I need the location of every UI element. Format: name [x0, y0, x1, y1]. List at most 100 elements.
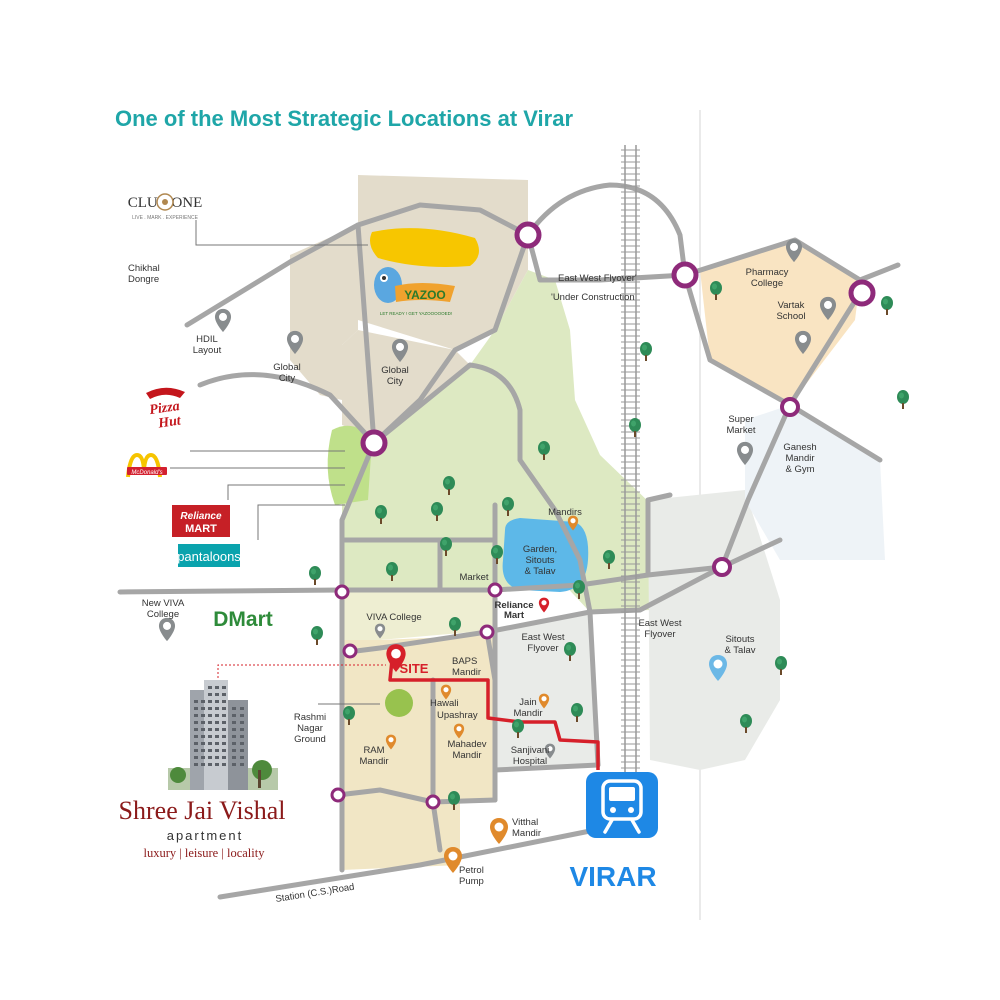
pointer-club-one: [195, 220, 368, 246]
mcdonalds-text: McDonald's: [131, 470, 162, 476]
club-one-logo[interactable]: CLUB ONE LIVE . MARK . EXPERIENCE: [128, 193, 203, 221]
label-market: Market: [459, 572, 488, 583]
pantaloons-badge: [178, 544, 240, 567]
pantaloons-text: pantaloons: [177, 549, 241, 564]
mcdonalds-logo[interactable]: McDonald's: [126, 452, 167, 478]
zone-right-grey: [648, 490, 780, 770]
reliance-mart-line2: MART: [185, 523, 217, 535]
project-type: apartment: [167, 828, 244, 843]
yazoo-banner: [395, 283, 455, 302]
reliance-mart-line1: Reliance: [180, 511, 222, 522]
road-jain: [484, 629, 601, 773]
site-label: SITE: [400, 661, 429, 676]
label-east-west-flyover-top: East West Flyover': [558, 273, 637, 284]
pointer-lines: [170, 220, 380, 705]
zone-ganesh: [745, 405, 885, 560]
junction-marker-icon[interactable]: [479, 624, 495, 640]
map-pin-red-icon[interactable]: [538, 597, 550, 613]
tree-icon: [897, 390, 909, 409]
yazoo-tagline: LET READY ! GET YAZOOOOOED!: [380, 311, 452, 316]
road-north-loop: [525, 182, 688, 278]
road-global-city: [197, 372, 377, 446]
map-pin-grey-icon[interactable]: [214, 308, 232, 333]
label-garden: Garden,Sitouts& Talav: [523, 544, 557, 577]
label-under-construction: 'Under Construction: [551, 292, 635, 303]
junction-marker-icon[interactable]: [425, 794, 441, 810]
pizza-hut-logo[interactable]: Pizza Hut: [146, 387, 185, 432]
road-south-cross: [335, 787, 498, 805]
map-pin-orange-icon[interactable]: [490, 818, 508, 844]
project-building-image: [168, 680, 278, 790]
junction-marker-icon[interactable]: [330, 787, 346, 803]
road-flyover-mid: [345, 564, 725, 655]
page-title: One of the Most Strategic Locations at V…: [115, 106, 573, 131]
road-global-vertical: [355, 222, 377, 446]
junction-marker-icon[interactable]: [780, 397, 800, 417]
tree-icon: [311, 626, 323, 645]
junction-marker-icon[interactable]: [712, 557, 732, 577]
project-name: Shree Jai Vishal: [119, 796, 286, 825]
road-chikhal: [184, 202, 531, 328]
rashmi-ground-circle: [385, 689, 413, 717]
reliance-mart-logo[interactable]: Reliance MART: [172, 505, 230, 537]
pizza-hut-line1: Pizza: [148, 399, 180, 418]
road-pharmacy-loop: [682, 272, 863, 408]
junction-marker-icon[interactable]: [342, 643, 358, 659]
junction-marker-icon[interactable]: [848, 279, 876, 307]
reliance-mart-badge: [172, 505, 230, 537]
tree-icon: [629, 418, 641, 437]
pizza-hut-roof-icon: [146, 387, 185, 399]
road-ganesh-east: [787, 402, 883, 463]
virar-station-label: VIRAR: [569, 861, 656, 892]
zone-site: [342, 635, 495, 870]
yazoo-text: YAZOO: [404, 288, 446, 302]
tree-icon: [881, 296, 893, 315]
tree-icon: [309, 566, 321, 585]
club-one-tagline: LIVE . MARK . EXPERIENCE: [132, 215, 199, 221]
virar-station-marker[interactable]: [586, 772, 658, 838]
yazoo-logo[interactable]: YAZOO LET READY ! GET YAZOOOOOED!: [374, 267, 455, 316]
pointer-pantaloons: [257, 504, 345, 540]
dmart-logo[interactable]: DMart: [213, 608, 273, 631]
label-hawali: Hawali: [430, 698, 459, 709]
junction-marker-icon[interactable]: [334, 584, 350, 600]
junction-marker-icon[interactable]: [671, 261, 699, 289]
pantaloons-logo[interactable]: pantaloons: [177, 544, 241, 567]
junction-marker-icon[interactable]: [487, 582, 503, 598]
pizza-hut-line2: Hut: [156, 413, 183, 431]
map-pin-grey-icon[interactable]: [158, 617, 176, 642]
pointer-reliance: [227, 484, 345, 500]
train-icon: [601, 779, 643, 834]
label-viva-college: VIVA College: [366, 612, 421, 623]
road-ganesh: [719, 402, 793, 570]
label-sitouts-talav: Sitouts& Talav: [725, 634, 756, 656]
junction-marker-icon[interactable]: [514, 221, 542, 249]
mcdonalds-banner: [127, 467, 167, 475]
junction-marker-icon[interactable]: [360, 429, 388, 457]
railway-line: [621, 145, 640, 785]
tree-icon: [640, 342, 652, 361]
yazoo-zone-highlight: [370, 228, 479, 267]
zone-pharmacy: [700, 240, 860, 405]
